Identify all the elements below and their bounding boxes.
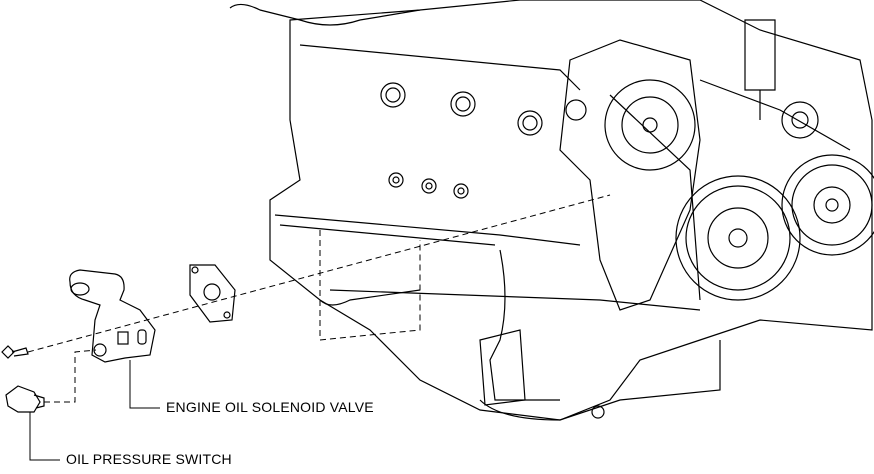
- oil-pressure-switch-label: OIL PRESSURE SWITCH: [66, 451, 232, 467]
- bolt-part: [1, 345, 29, 359]
- engine-oil-solenoid-valve-label: ENGINE OIL SOLENOID VALVE: [166, 399, 374, 415]
- front-cover-and-pulleys: [559, 19, 874, 311]
- solenoid-valve-part: [69, 269, 156, 363]
- gasket-part: [189, 264, 236, 323]
- engine-block: [229, 0, 873, 421]
- alignment-lines: [27, 194, 611, 403]
- leader-lines: [29, 360, 160, 461]
- oil-pressure-switch-part: [5, 385, 45, 413]
